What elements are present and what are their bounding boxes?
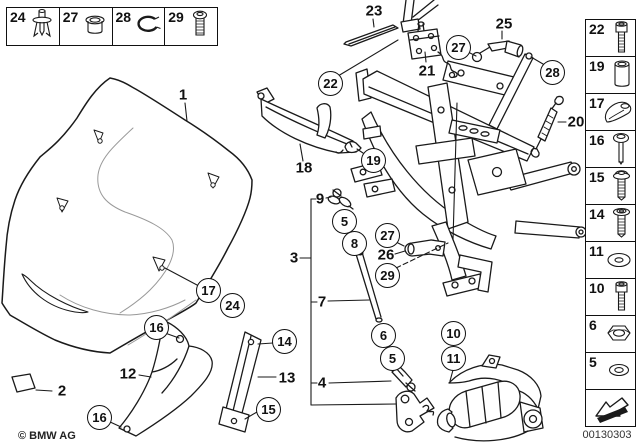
legend-label: 14 [589, 206, 605, 222]
legend-cell-arrow[interactable] [586, 390, 635, 426]
windshield [1, 77, 253, 354]
leader-lines [35, 18, 567, 428]
expanding-rivet-icon [32, 8, 52, 38]
legend-label: 24 [10, 9, 26, 25]
hex-nut-icon [607, 325, 631, 341]
hardware-legend-column: 22 19 17 16 15 [585, 19, 636, 427]
bracket-21 [407, 21, 458, 79]
legend-cell-14[interactable]: 14 [586, 205, 635, 242]
lever-25 [471, 40, 524, 63]
callout-circle-24[interactable]: 24 [220, 293, 245, 318]
callout-circle-16b[interactable]: 16 [87, 405, 112, 430]
drive-unit [395, 354, 544, 442]
washer-icon [608, 363, 630, 377]
combi-screw-icon [612, 170, 631, 201]
part-label-25[interactable]: 25 [495, 15, 513, 33]
legend-cell-19[interactable]: 19 [586, 57, 635, 94]
fillister-head-screw-icon [192, 10, 208, 36]
copyright-notice: © BMW AG [18, 430, 76, 442]
part-label-3[interactable]: 3 [289, 249, 299, 267]
part-label-9[interactable]: 9 [315, 190, 325, 208]
callout-circle-8[interactable]: 8 [342, 231, 367, 256]
legend-cell-5[interactable]: 5 [586, 353, 635, 390]
part-label-1[interactable]: 1 [178, 86, 188, 104]
part-label-12[interactable]: 12 [119, 365, 137, 383]
callout-circle-10[interactable]: 10 [441, 321, 466, 346]
legend-label: 5 [589, 354, 597, 370]
callout-circle-11[interactable]: 11 [441, 346, 466, 371]
part-label-2[interactable]: 2 [57, 382, 67, 400]
legend-cell-16[interactable]: 16 [586, 131, 635, 168]
legend-cell-22[interactable]: 22 [586, 20, 635, 57]
spacer-sleeve-icon [614, 60, 630, 87]
callout-circle-19[interactable]: 19 [361, 148, 386, 173]
part-label-13[interactable]: 13 [278, 369, 296, 387]
legend-cell-29[interactable]: 29 [165, 8, 217, 45]
callout-circle-29[interactable]: 29 [375, 263, 400, 288]
grommet-icon [84, 15, 105, 34]
legend-cell-15[interactable]: 15 [586, 168, 635, 205]
callout-circle-5b[interactable]: 5 [380, 346, 405, 371]
legend-label: 27 [62, 9, 79, 25]
legend-label: 19 [589, 58, 605, 74]
gas-spring-20 [530, 95, 564, 158]
part-label-18[interactable]: 18 [295, 159, 313, 177]
legend-cell-10[interactable]: 10 [586, 279, 635, 316]
legend-label: 10 [589, 280, 605, 296]
combi-screw-icon [612, 207, 631, 238]
part-label-26[interactable]: 26 [377, 246, 395, 264]
trim-strip-23 [343, 24, 399, 47]
legend-label: 22 [589, 21, 605, 37]
spring-wire [437, 51, 458, 78]
lock-ring-icon [137, 15, 161, 32]
legend-cell-11[interactable]: 11 [586, 242, 635, 279]
legend-label: 29 [168, 9, 184, 25]
callout-circle-5a[interactable]: 5 [332, 209, 357, 234]
legend-label: 11 [589, 243, 604, 259]
frame-carrier [350, 0, 587, 297]
washer-icon [607, 252, 631, 268]
cover-cap-icon [604, 101, 632, 123]
part-label-21[interactable]: 21 [418, 62, 436, 80]
legend-label: 16 [589, 132, 605, 148]
legend-cell-24[interactable]: 24 [7, 8, 60, 45]
part-label-20[interactable]: 20 [567, 113, 585, 131]
callout-circle-28[interactable]: 28 [540, 60, 565, 85]
bracket-12 [118, 321, 213, 437]
part-label-23[interactable]: 23 [365, 2, 383, 20]
bracket-13 [218, 331, 262, 433]
socket-head-bolt-icon [615, 281, 628, 311]
legend-label: 15 [589, 169, 605, 185]
legend-cell-6[interactable]: 6 [586, 316, 635, 353]
part-label-7[interactable]: 7 [317, 293, 327, 311]
callout-circle-27b[interactable]: 27 [375, 223, 400, 248]
socket-head-bolt-icon [615, 21, 628, 53]
callout-circle-6[interactable]: 6 [371, 323, 396, 348]
callout-circle-22[interactable]: 22 [318, 71, 343, 96]
callout-circle-15[interactable]: 15 [256, 397, 281, 422]
part-label-4[interactable]: 4 [317, 374, 327, 392]
callout-circle-17[interactable]: 17 [196, 278, 221, 303]
direction-arrow-icon [595, 397, 629, 423]
windshield-mount-holes [56, 129, 220, 272]
clamp-9 [327, 188, 354, 210]
callout-circle-16a[interactable]: 16 [144, 315, 169, 340]
legend-label: 17 [589, 95, 605, 111]
group-bracket-3 [299, 196, 397, 406]
legend-label: 28 [115, 9, 132, 25]
legend-cell-17[interactable]: 17 [586, 94, 635, 131]
legend-cell-27[interactable]: 27 [60, 8, 113, 45]
callout-circle-14[interactable]: 14 [272, 329, 297, 354]
legend-cell-28[interactable]: 28 [113, 8, 166, 45]
callout-circle-27a[interactable]: 27 [446, 35, 471, 60]
pan-head-screw-icon [612, 132, 630, 165]
bracket-18 [256, 87, 357, 154]
legend-label: 6 [589, 317, 597, 333]
image-number: 00130303 [582, 429, 632, 441]
clip-19 [335, 140, 362, 154]
fastener-legend-box: 24 27 28 29 [6, 7, 218, 46]
sticker-2 [11, 373, 36, 393]
